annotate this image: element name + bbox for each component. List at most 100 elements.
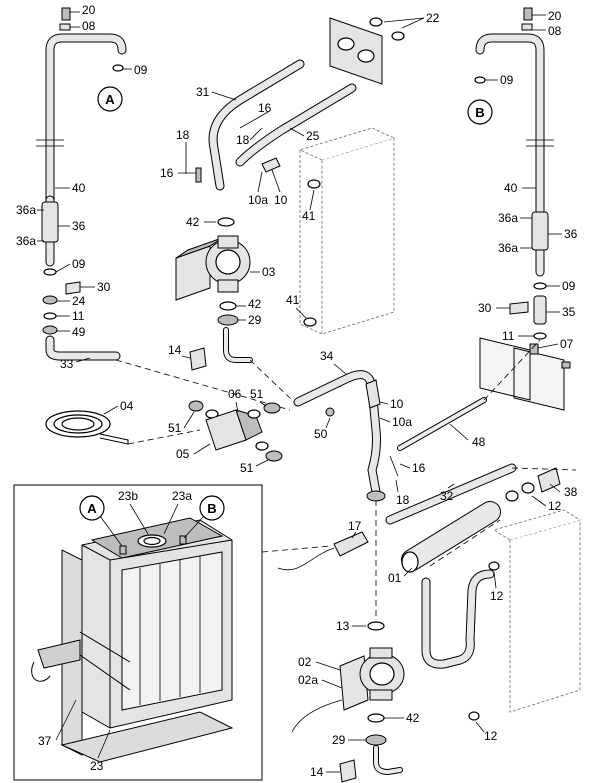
marker-a-inset: A [79,495,123,547]
callout-06: 06 [228,387,242,401]
callout-40-left: 40 [72,181,86,195]
clip-30b [509,301,529,315]
callout-51-left: 51 [168,421,182,435]
callout-36-right: 36 [564,227,578,241]
callout-48: 48 [472,435,486,449]
callout-20-left: 20 [82,3,96,17]
seal-12-low [468,711,480,721]
callout-14-lower: 14 [310,765,324,779]
callout-37: 37 [38,734,52,748]
valve-14-upper [189,347,207,371]
callout-23b: 23b [118,489,138,503]
callout-41-upper: 41 [302,209,316,223]
callout-18-left: 18 [176,128,190,142]
filter-36b [531,211,549,251]
clip-30a [65,281,81,295]
fitting-38 [537,467,561,493]
callout-16-left: 16 [160,166,174,180]
callout-02: 02 [298,655,312,669]
callout-09-right-top: 09 [500,73,514,87]
seal-42-upper [217,217,235,227]
callout-51-top: 51 [250,387,264,401]
callout-08-right: 08 [548,24,562,38]
callout-50: 50 [314,427,328,441]
pump-02 [339,647,405,711]
seal-12-mid [488,561,500,571]
filter-36a [41,201,59,243]
callout-04: 04 [120,399,134,413]
plug-50 [325,407,335,417]
secondary-hx-assembly: 01 38 12 12 12 13 02 [291,467,581,783]
callout-10-upper: 10 [274,193,288,207]
seal-09a [112,64,124,72]
valve-20b [523,7,533,21]
callout-02a: 02a [298,673,318,687]
callout-18-upper: 18 [236,133,250,147]
callout-24: 24 [72,294,86,308]
callout-07: 07 [560,337,574,351]
seal-09c [474,76,486,84]
callout-42-upper: 42 [186,215,200,229]
callout-51-bottom: 51 [240,461,254,475]
callout-16-lower: 16 [412,461,426,475]
pump-assembly-upper: 22 31 25 16 18 18 16 10a 10 [160,11,440,371]
seal-13 [367,621,385,631]
callout-09-left-top: 09 [134,63,148,77]
callout-22: 22 [426,11,440,25]
nut-49 [42,325,58,335]
seal-09b [43,268,57,276]
pipe-assembly-b: B 20 08 09 40 36a 36 36a 09 30 35 11 07 [467,7,578,411]
callout-14-upper: 14 [168,343,182,357]
callout-41-lower: 41 [286,293,300,307]
callout-42-bottom: 42 [406,711,420,725]
callout-16-upper: 16 [258,101,272,115]
seal-42-bottom [367,713,385,723]
callout-23: 23 [90,759,104,773]
insulation-coil-04 [45,410,129,445]
nut-51-c [265,450,283,462]
boiler-cabinet [31,517,234,763]
seal-11a [43,312,57,320]
callout-35: 35 [562,305,576,319]
marker-a-main: A [105,92,115,107]
appliance-overview-inset: A B 23b 23a 37 23 [13,484,263,781]
callout-10a-upper: 10a [248,193,268,207]
flange-plate [329,17,383,85]
inset-frame [13,484,263,781]
callout-20-right: 20 [548,9,562,23]
callout-49: 49 [72,325,86,339]
callout-23a: 23a [172,489,192,503]
valve-20a [61,7,71,21]
nut-51-b [263,402,281,414]
sensor-17 [333,531,369,557]
seal-42-lower [219,301,237,311]
callout-36a-right-2: 36a [498,241,518,255]
callout-12-mid: 12 [490,589,504,603]
guide-lines [249,339,577,567]
callout-30-left: 30 [97,280,111,294]
callout-32: 32 [440,489,454,503]
callout-03: 03 [262,265,276,279]
callout-01: 01 [388,571,402,585]
callout-12-bottom: 12 [484,729,498,743]
callout-42-lower: 42 [248,297,262,311]
callout-10-lower: 10 [390,397,404,411]
seal-41-upper [307,179,321,189]
pump-03 [175,235,251,301]
callout-36-left: 36 [72,219,86,233]
nut-08a [59,23,71,31]
callout-29-upper: 29 [248,313,262,327]
screw-07b [561,361,571,369]
fitting-35 [533,295,547,325]
callout-30-right: 30 [478,301,492,315]
seal-41-lower [303,317,317,327]
callout-33: 33 [60,357,74,371]
callout-25: 25 [306,129,320,143]
callout-36a-left-1: 36a [16,203,36,217]
callout-38: 38 [564,485,578,499]
callout-11-right: 11 [502,329,515,343]
callout-40-right: 40 [504,181,518,195]
callout-36a-left-2: 36a [16,234,36,248]
marker-b-main: B [475,105,484,120]
callout-17: 17 [348,519,362,533]
